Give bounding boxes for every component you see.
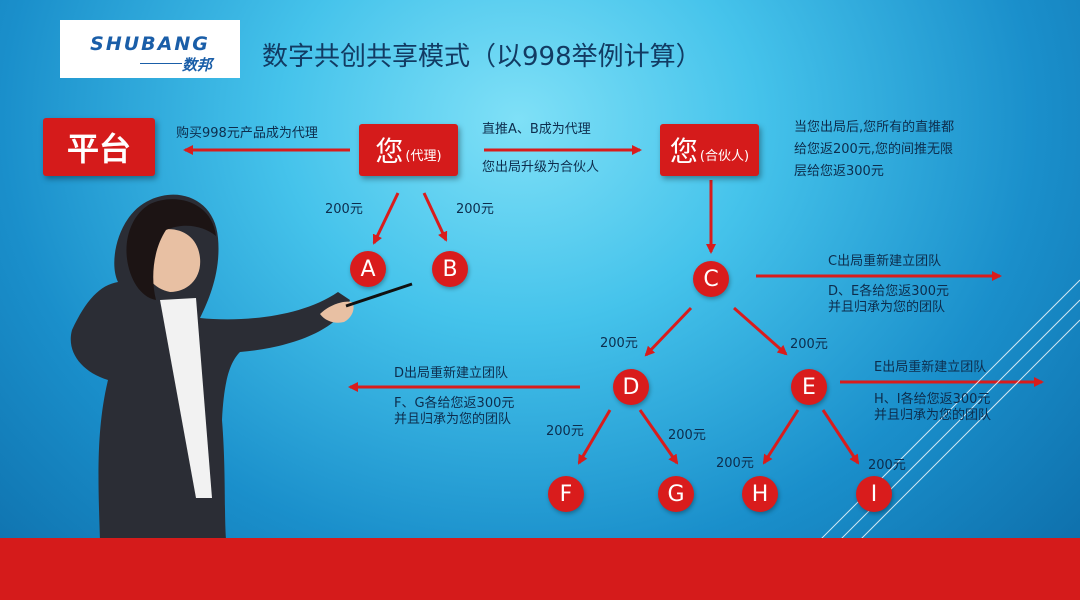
you-agent-box: 您 (代理): [359, 124, 458, 176]
arrow-e-to-h: [762, 409, 800, 465]
c-desc-2: D、E各给您返300元: [828, 284, 950, 299]
amount-label-e: 200元: [790, 337, 828, 352]
partner-desc-1: 当您出局后,您所有的直推都: [794, 120, 955, 135]
bottom-red-bar: [0, 538, 1080, 600]
you-agent-sub: (代理): [405, 148, 442, 164]
arrow-you-to-b: [422, 192, 448, 242]
node-f: F: [548, 476, 584, 512]
you-partner-main: 您: [669, 135, 698, 168]
amount-label-g: 200元: [668, 428, 706, 443]
d-desc-1: D出局重新建立团队: [394, 366, 509, 381]
arrow-you-to-a: [372, 192, 400, 245]
you-agent-main: 您: [375, 135, 404, 168]
amount-label-h: 200元: [716, 456, 754, 471]
d-desc-2: F、G各给您返300元: [394, 396, 515, 411]
node-d: D: [613, 369, 649, 405]
node-b: B: [432, 251, 468, 287]
arrow-e-to-i: [821, 409, 860, 465]
amount-label-f: 200元: [546, 424, 584, 439]
e-desc-1: E出局重新建立团队: [874, 360, 987, 375]
arrow-d-to-f: [577, 409, 612, 465]
node-a: A: [350, 251, 386, 287]
e-desc-2: H、I各给您返300元: [874, 392, 991, 407]
amount-label-i: 200元: [868, 458, 906, 473]
you-partner-box: 您 (合伙人): [660, 124, 759, 176]
node-c: C: [693, 261, 729, 297]
partner-desc-3: 层给您返300元: [794, 164, 884, 179]
platform-label: 平台: [66, 130, 131, 168]
node-e: E: [791, 369, 827, 405]
partner-desc-2: 给您返200元,您的间推无限: [794, 142, 953, 157]
buy-text: 购买998元产品成为代理: [176, 126, 318, 141]
e-desc-3: 并且归承为您的团队: [874, 408, 992, 423]
amount-label-b: 200元: [456, 202, 494, 217]
slide-title: 数字共创共享模式（以998举例计算）: [262, 42, 702, 72]
amount-label-a: 200元: [325, 202, 363, 217]
c-desc-1: C出局重新建立团队: [828, 254, 942, 269]
logo-text-en: SHUBANG: [90, 33, 210, 55]
push-text: 直推A、B成为代理: [482, 122, 591, 137]
node-g: G: [658, 476, 694, 512]
d-desc-3: 并且归承为您的团队: [394, 412, 512, 427]
arrow-c-to-d: [644, 306, 693, 357]
shubang-logo: SHUBANG 数邦: [60, 20, 240, 78]
upgrade-text: 您出局升级为合伙人: [482, 160, 600, 175]
node-i: I: [856, 476, 892, 512]
amount-label-d: 200元: [600, 336, 638, 351]
c-desc-3: 并且归承为您的团队: [828, 300, 946, 315]
logo-divider: [140, 63, 182, 64]
presenter-figure: [70, 194, 413, 540]
arrow-c-to-e: [733, 306, 788, 356]
logo-text-cn: 数邦: [182, 56, 213, 74]
platform-box: 平台: [43, 118, 155, 176]
you-partner-sub: (合伙人): [699, 148, 750, 164]
arrow-d-to-g: [638, 409, 679, 465]
node-h: H: [742, 476, 778, 512]
